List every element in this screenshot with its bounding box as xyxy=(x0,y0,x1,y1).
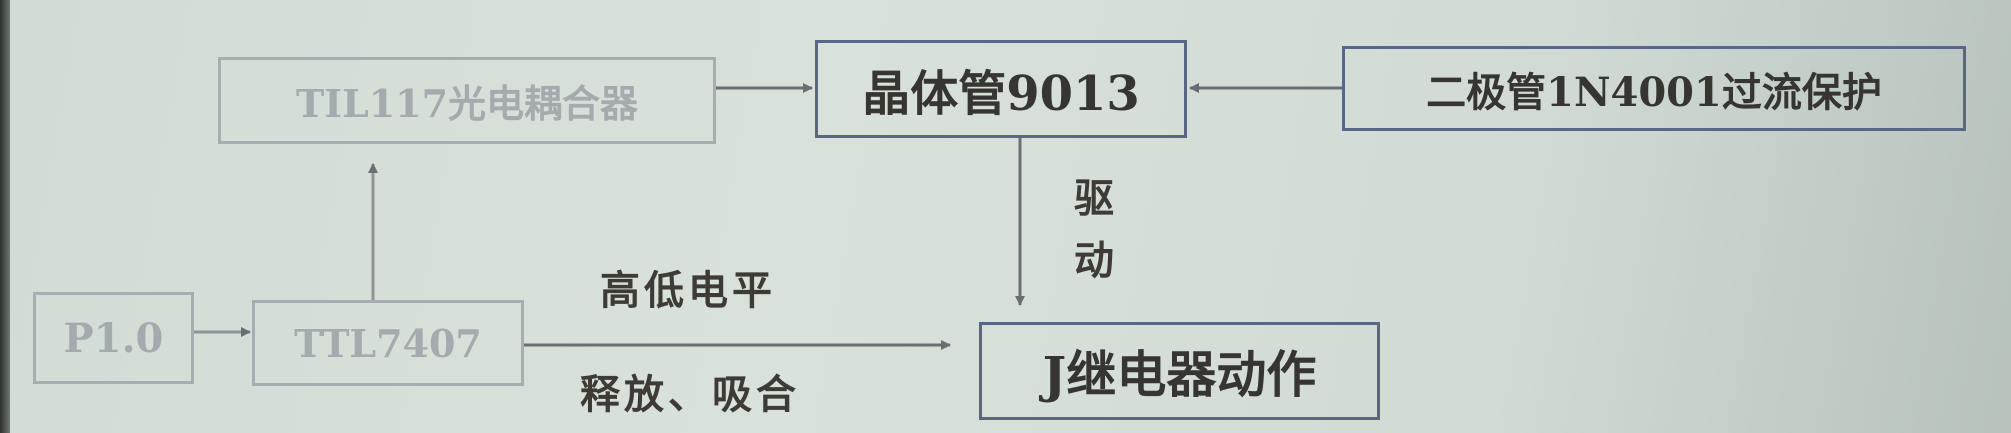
high-low-level-label: 高低电平 xyxy=(600,268,776,314)
drive-label: 驱动 xyxy=(1074,176,1114,284)
ttl7407-node: TTL7407 xyxy=(252,300,524,386)
til117-optocoupler-node: TIL117光电耦合器 xyxy=(218,57,716,144)
relay-action-node: J继电器动作 xyxy=(979,322,1380,420)
p10-node: P1.0 xyxy=(33,292,194,384)
diode-protection-node: 二极管1N4001过流保护 xyxy=(1342,46,1966,131)
transistor-9013-node: 晶体管9013 xyxy=(815,40,1187,138)
photo-frame-edge xyxy=(0,0,10,433)
release-pull-label: 释放、吸合 xyxy=(580,372,800,418)
